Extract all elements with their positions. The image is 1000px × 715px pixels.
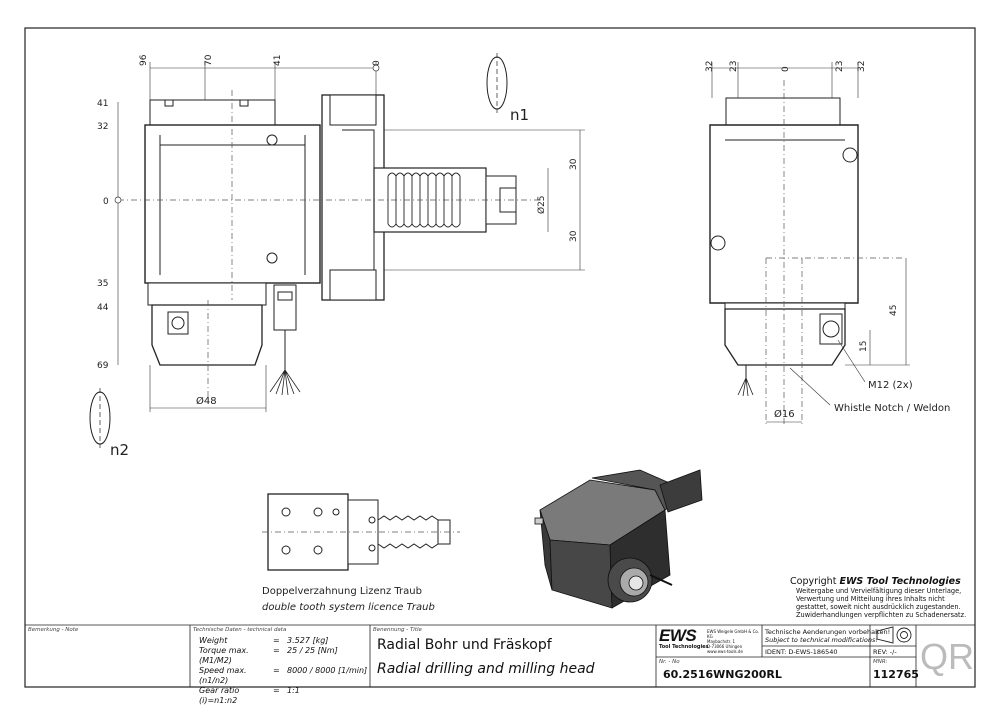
rdim-side-45: 45 (889, 305, 899, 316)
dim-spindle-diameter: Ø48 (196, 395, 217, 407)
title-label: Benennung - Title (373, 627, 422, 633)
ident-number: IDENT: D-EWS-186540 (765, 648, 838, 656)
tooth-system-view (262, 493, 460, 571)
copyright-prefix: Copyright (790, 576, 840, 587)
dim-left-41: 41 (97, 99, 108, 109)
dim-top-96: 96 (139, 54, 149, 66)
copyright-line: gestattet, soweit nicht ausdrücklich zug… (796, 603, 961, 611)
iso-render (534, 469, 703, 609)
dim-top-41: 41 (273, 55, 283, 66)
mnr-label: MNR: (873, 659, 888, 665)
dim-top-0: 0 (372, 60, 382, 66)
rotation-label-n2: n2 (110, 441, 129, 459)
caption-en: double tooth system licence Traub (262, 602, 435, 613)
caption-de: Doppelverzahnung Lizenz Traub (262, 586, 422, 597)
rdim-side-15: 15 (859, 341, 869, 352)
spec-row: Speed max. (n1/n2)=8000 / 8000 [1/min] (199, 666, 368, 685)
dim-left-69: 69 (97, 361, 109, 371)
rdim-top-32-right: 32 (857, 61, 867, 72)
right-view (709, 62, 910, 425)
title-de: Radial Bohr und Fräskopf (377, 637, 552, 653)
company-address: EWS Weigele GmbH & Co. KG Maybachstr. 1 … (707, 629, 760, 654)
dim-left-35: 35 (97, 279, 108, 289)
left-view (89, 53, 585, 448)
dim-right-30-bottom: 30 (569, 230, 579, 242)
copyright-block: Copyright EWS Tool Technologies Weiterga… (790, 576, 975, 619)
callout-whistle-notch: Whistle Notch / Weldon (834, 403, 950, 414)
dim-left-0: 0 (103, 197, 109, 207)
dim-left-32: 32 (97, 122, 108, 132)
ews-logo: EWS Tool Technologies (659, 626, 709, 650)
rdim-diameter-16: Ø16 (774, 408, 795, 420)
part-number: 60.2516WNG200RL (663, 668, 782, 681)
dim-left-44: 44 (97, 303, 109, 313)
revision: REV: -/- (873, 648, 897, 656)
rdim-top-0: 0 (781, 66, 791, 72)
spec-row: Gear ratio (i)=n1:n2=1:1 (199, 686, 300, 705)
drawing-frame (24, 27, 976, 688)
tech-specs: Weight=3.527 [kg] Torque max.(M1/M2)=25 … (199, 636, 369, 706)
rdim-top-23-right: 23 (835, 61, 845, 72)
nr-label: Nr. - No (659, 659, 680, 665)
rdim-top-32-left: 32 (705, 61, 715, 72)
dim-top-70: 70 (204, 54, 214, 66)
note-label: Bemerkung - Note (28, 627, 79, 633)
spec-row: Weight=3.527 [kg] (199, 636, 329, 645)
copyright-brand: EWS Tool Technologies (839, 576, 961, 587)
change-notice-en: Subject to technical modifications! (765, 636, 878, 644)
spec-row: Torque max.(M1/M2)=25 / 25 [Nm] (199, 646, 338, 665)
title-block-lines (25, 624, 975, 687)
title-en: Radial drilling and milling head (377, 661, 595, 677)
copyright-line: Zuwiderhandlungen verpflichten zu Schade… (796, 611, 967, 619)
rdim-top-23-left: 23 (729, 61, 739, 72)
dim-right-30-top: 30 (569, 158, 579, 170)
qr-code-placeholder: QR (920, 636, 974, 677)
copyright-line: Weitergabe und Vervielfältigung dieser U… (796, 587, 962, 595)
mnr-number: 112765 (873, 668, 919, 681)
rotation-label-n1: n1 (510, 106, 529, 124)
projection-symbol (876, 626, 912, 644)
dim-shank-diameter: Ø25 (536, 195, 547, 214)
change-notice-de: Technische Aenderungen vorbehalten! (765, 628, 891, 636)
tech-data-label: Technische Daten - technical data (193, 627, 287, 633)
callout-m12: M12 (2x) (868, 380, 913, 391)
copyright-line: Verwertung und Mitteilung ihres Inhalts … (796, 595, 945, 603)
